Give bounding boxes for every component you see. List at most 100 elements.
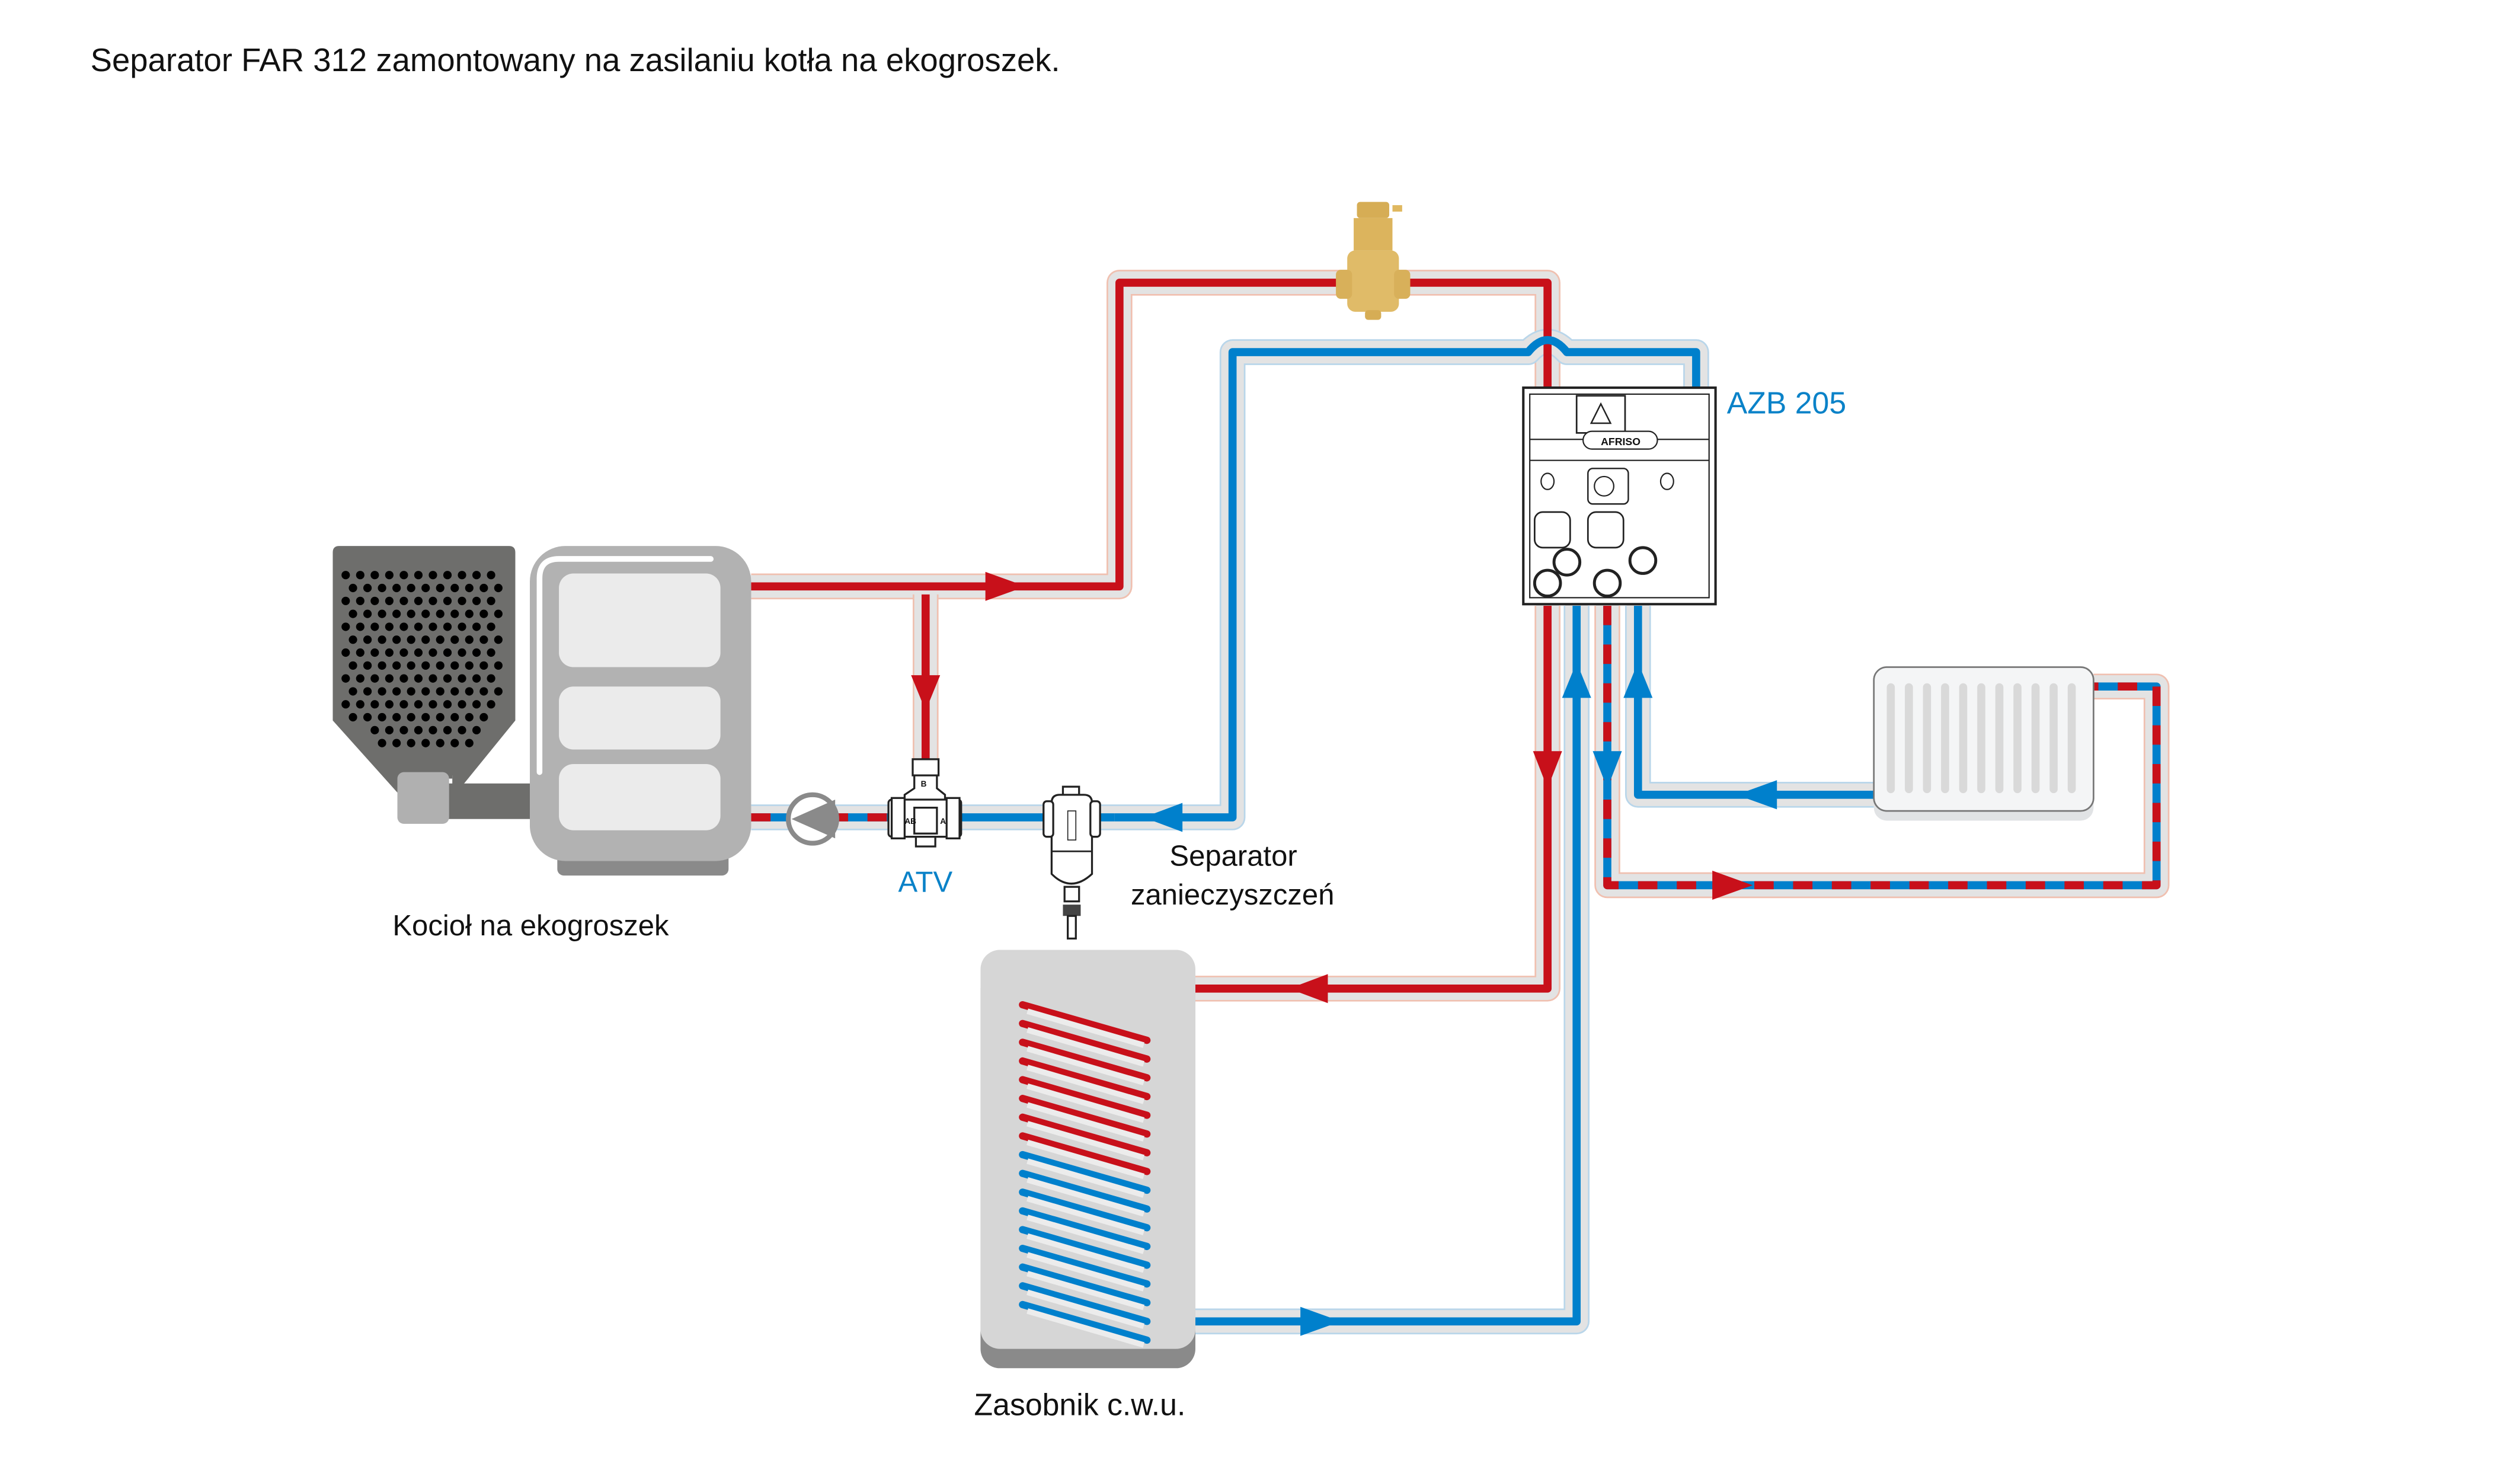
pellet-dot: [443, 674, 452, 683]
coil-turn: [1019, 1244, 1151, 1288]
pellet-dot: [385, 700, 394, 709]
coil-sheath: [1026, 1177, 1145, 1217]
pellet-dot: [378, 687, 386, 696]
three-way-valve-icon: AB A B: [887, 758, 962, 848]
pellet-dot: [407, 687, 415, 696]
radiator-fin: [1977, 683, 1985, 794]
pellet-dot: [399, 596, 408, 605]
coil-sheath: [1026, 1233, 1145, 1273]
coil-sheath: [1026, 1083, 1145, 1123]
pellet-dot: [428, 648, 437, 657]
pellet-dot: [487, 596, 495, 605]
pellet-dot: [472, 674, 481, 683]
dirt-separator-icon: [1042, 785, 1101, 940]
pellet-dot: [436, 712, 444, 722]
coil-turn: [1019, 1113, 1151, 1156]
coil-sheath: [1026, 1252, 1145, 1292]
pellet-dot: [356, 622, 364, 631]
radiator-return-pipe: [1633, 605, 1874, 799]
coil-turn: [1019, 1226, 1151, 1269]
arrow-up-icon: [1562, 662, 1591, 698]
pellet-dot: [370, 571, 379, 580]
pellet-dot: [378, 712, 386, 722]
pellet-dot: [370, 596, 379, 605]
pellet-dot: [399, 674, 408, 683]
pellet-dot: [436, 661, 444, 670]
pellet-dot: [370, 674, 379, 683]
radiator-fin: [1941, 683, 1949, 794]
pellet-dot: [443, 726, 452, 734]
pellet-dot: [458, 700, 466, 709]
pellet-dot: [443, 622, 452, 631]
separator-label-line1: Separator: [1169, 841, 1297, 873]
coil-turn: [1019, 1207, 1151, 1250]
coil-turn: [1019, 1188, 1151, 1232]
pellet-dot: [392, 687, 401, 696]
coil-turn: [1019, 1020, 1151, 1063]
pellet-dot: [487, 648, 495, 657]
pellet-dot: [370, 648, 379, 657]
radiator-fin: [1905, 683, 1913, 794]
pellet-dot: [363, 661, 372, 670]
pellet-dot: [378, 739, 386, 747]
pellet-dot: [465, 687, 474, 696]
radiator-fin: [1995, 683, 2004, 794]
pellet-dot: [356, 571, 364, 580]
boiler-supply-pipe: [751, 279, 1552, 591]
pellet-dot: [407, 635, 415, 644]
arrow-up-icon: [1623, 662, 1653, 698]
pellet-dot: [421, 609, 430, 618]
pellet-dot: [479, 635, 488, 644]
coil-turn: [1019, 1169, 1151, 1213]
pellet-dot: [458, 648, 466, 657]
pellet-dot: [458, 674, 466, 683]
pellet-dot: [407, 739, 415, 747]
pellet-dot: [385, 726, 394, 734]
pellet-dot: [363, 583, 372, 593]
pellet-dot: [443, 596, 452, 605]
pellet-dot: [341, 700, 350, 709]
coil-turn: [1019, 1151, 1151, 1194]
boiler-icon: [530, 546, 751, 876]
pellet-dot: [348, 712, 357, 722]
pellet-dot: [479, 687, 488, 696]
pellet-dot: [414, 622, 423, 631]
tank-supply-pipe: [1021, 605, 1552, 993]
pellet-dot: [458, 726, 466, 734]
pellet-dot: [370, 700, 379, 709]
pellet-dot: [407, 661, 415, 670]
pellet-dot: [341, 596, 350, 605]
pellet-dot: [399, 700, 408, 709]
pellet-dot: [356, 648, 364, 657]
pellet-dot: [458, 622, 466, 631]
coil-turn: [1019, 1132, 1151, 1175]
pellet-dot: [450, 609, 459, 618]
arrow-down-icon: [1533, 751, 1562, 788]
pellet-dot: [363, 635, 372, 644]
pellet-dot: [421, 583, 430, 593]
pellet-dot: [348, 583, 357, 593]
coil-sheath: [1026, 1027, 1145, 1067]
pellet-dot: [421, 712, 430, 722]
pellet-dot: [348, 609, 357, 618]
arrow-left-icon: [1143, 803, 1183, 832]
pellet-dot: [479, 712, 488, 722]
atv-label: ATV: [898, 866, 952, 898]
arrow-left-icon: [1737, 780, 1777, 810]
pellet-dot: [414, 648, 423, 657]
pellet-dot: [428, 726, 437, 734]
pellet-dot: [472, 596, 481, 605]
pellet-dot: [341, 648, 350, 657]
pellet-dot: [487, 571, 495, 580]
pellet-dot: [479, 609, 488, 618]
pellet-dot: [407, 583, 415, 593]
pellet-dot: [378, 609, 386, 618]
arrow-down-icon: [911, 675, 941, 711]
coil-sheath: [1026, 1065, 1145, 1104]
radiator-fin: [2067, 683, 2076, 794]
hot-water-tank-icon: [980, 950, 1195, 1369]
pellet-dot: [392, 635, 401, 644]
pellet-dot: [356, 700, 364, 709]
coil-sheath: [1026, 1102, 1145, 1142]
